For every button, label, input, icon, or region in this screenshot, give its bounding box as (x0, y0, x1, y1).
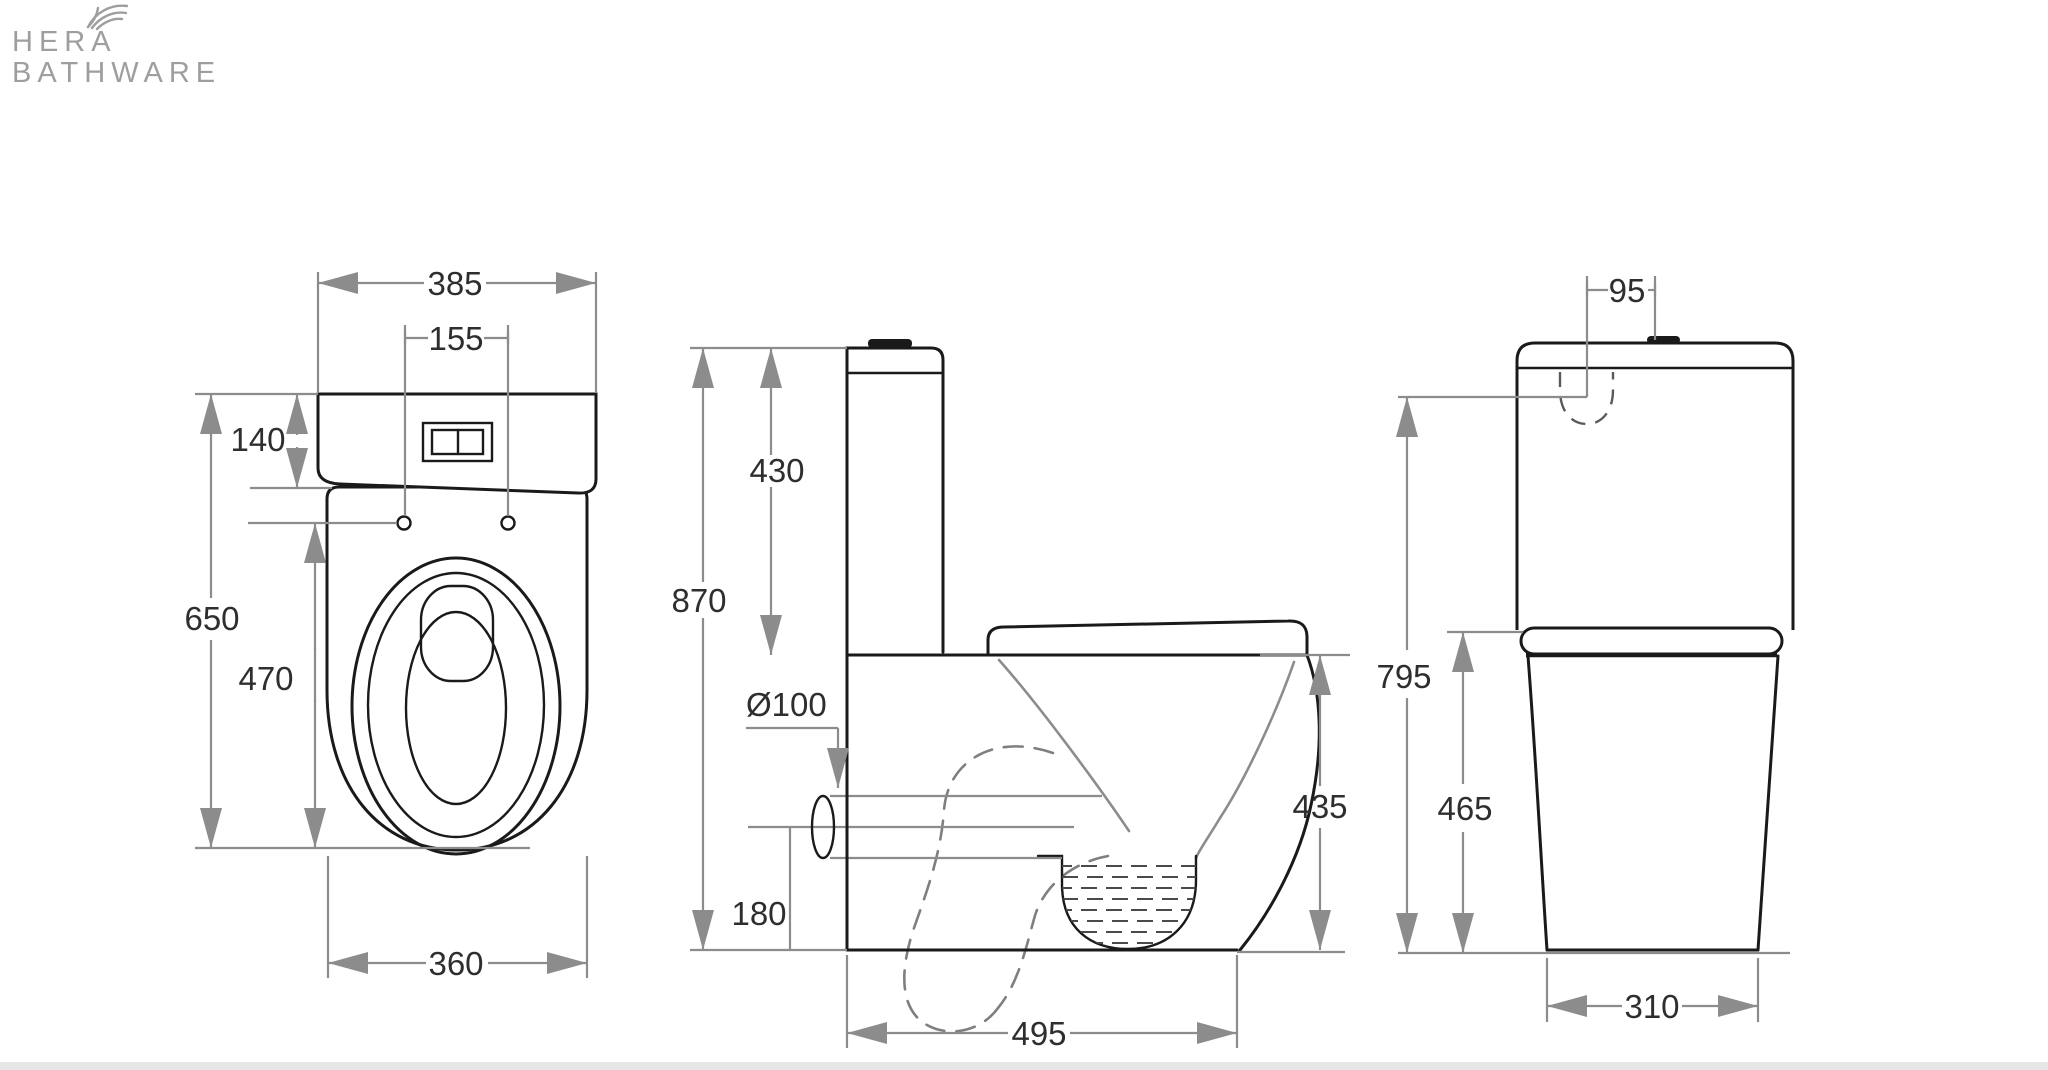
front-flush-button (1647, 336, 1680, 344)
dim-seat-hole-centres: 155 (403, 320, 510, 357)
dim-overall-depth-label: 650 (184, 600, 239, 637)
side-view: 870 430 Ø100 180 435 495 (671, 339, 1350, 1052)
dim-outlet-centre-height-label: 180 (731, 895, 786, 932)
side-cistern-outline (845, 346, 945, 657)
dim-base-width-label: 310 (1624, 988, 1679, 1025)
inner-bowl-front-line (1194, 660, 1296, 860)
plan-seat-hole-left (396, 515, 412, 531)
dim-seat-height-label: 435 (1292, 788, 1347, 825)
dim-bowl-width-label: 360 (428, 945, 483, 982)
brand-line2: BATHWARE (12, 57, 221, 89)
plan-trap-hole (419, 584, 495, 683)
plan-view: 385 155 140 650 470 (184, 265, 598, 982)
side-flush-button (868, 339, 912, 348)
dim-seat-hole-centres-label: 155 (428, 320, 483, 357)
dim-cistern-width-label: 385 (427, 265, 482, 302)
dim-outlet-diameter: Ø100 (746, 686, 849, 788)
inlet-hole-dashed (1558, 372, 1615, 426)
dim-base-depth: 495 (847, 1015, 1237, 1052)
dim-holes-to-front-label: 470 (238, 660, 293, 697)
dim-base-width: 310 (1547, 988, 1758, 1025)
front-pedestal-left-edge (1526, 654, 1549, 952)
plan-flush-button-outer (421, 421, 494, 463)
dim-cistern-height-label: 430 (749, 452, 804, 489)
dim-holes-to-front: 470 (238, 523, 326, 848)
plan-bowl-body-outline (325, 485, 589, 852)
plan-seat-hole-right (500, 515, 516, 531)
page-bottom-strip (0, 1062, 2048, 1070)
dim-overall-depth: 650 (184, 394, 240, 848)
brand-line1: HERA (12, 26, 117, 58)
dim-outlet-centre-height: 180 (731, 895, 786, 932)
dim-inlet-offset: 95 (1585, 272, 1657, 309)
dim-bowl-width: 360 (328, 945, 587, 982)
dim-base-depth-label: 495 (1011, 1015, 1066, 1052)
side-seat-lid (986, 619, 1309, 655)
sump-outline (1036, 854, 1198, 951)
dim-cistern-depth-label: 140 (230, 421, 285, 458)
brand-logo: HERA BATHWARE (12, 4, 221, 89)
dim-outlet-diameter-label: Ø100 (746, 686, 827, 723)
front-seat-band (1519, 626, 1784, 656)
plan-bowl-opening (404, 610, 508, 806)
dim-cistern-width: 385 (318, 265, 596, 302)
dim-seat-level-height-label: 465 (1437, 790, 1492, 827)
dim-seat-height: 435 (1292, 655, 1348, 950)
plan-seat-inner-ring (366, 571, 546, 839)
inner-bowl-back-line (997, 658, 1131, 833)
dim-total-height: 870 (671, 348, 727, 950)
dim-cistern-height: 430 (749, 348, 805, 655)
plan-seat-outer-ring (350, 556, 562, 856)
dim-cistern-depth: 140 (230, 394, 308, 488)
dim-inlet-height-label: 795 (1376, 658, 1431, 695)
feather-icon (86, 4, 129, 31)
front-pedestal-right-edge (1756, 654, 1780, 952)
dim-inlet-offset-label: 95 (1609, 272, 1646, 309)
dim-inlet-height: 795 (1376, 397, 1432, 953)
outlet-ellipse (810, 794, 836, 860)
trapway-dashed (903, 745, 1110, 1033)
dim-total-height-label: 870 (671, 582, 726, 619)
dim-seat-level-height: 465 (1437, 632, 1493, 953)
front-view: 95 795 465 310 (1376, 272, 1795, 1025)
front-cistern-outline (1515, 341, 1795, 630)
